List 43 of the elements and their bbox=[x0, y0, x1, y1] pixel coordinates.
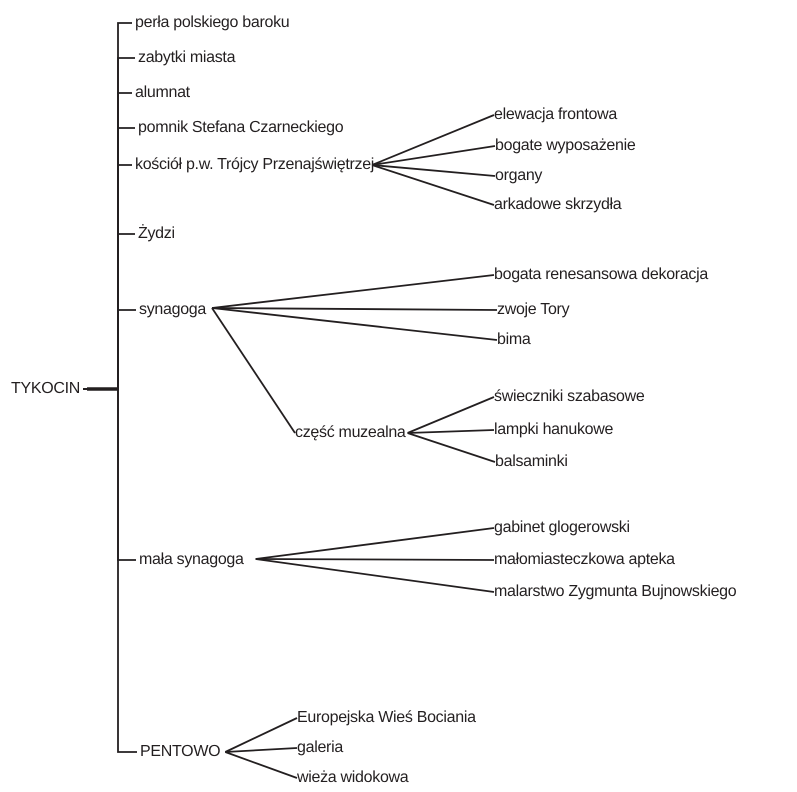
node-label: Europejska Wieś Bociania bbox=[294, 708, 479, 728]
node-label: część muzealna bbox=[292, 423, 409, 443]
node-label: gabinet glogerowski bbox=[491, 518, 633, 538]
connector-line bbox=[372, 114, 494, 166]
connector-line bbox=[83, 388, 137, 753]
node-label: wieża widokowa bbox=[294, 768, 412, 788]
connector-line bbox=[256, 558, 494, 561]
node-label: lampki hanukowe bbox=[491, 420, 616, 440]
node-label: alumnat bbox=[132, 83, 193, 103]
connector-line bbox=[212, 307, 497, 311]
connector-line bbox=[256, 527, 494, 560]
connector-line bbox=[408, 429, 494, 434]
node-label: pomnik Stefana Czarneckiego bbox=[135, 118, 346, 138]
node-label: bogate wyposażenie bbox=[492, 136, 638, 156]
node-label: perła polskiego baroku bbox=[132, 13, 292, 33]
node-label: PENTOWO bbox=[137, 742, 224, 762]
connector-line bbox=[372, 164, 494, 206]
node-label: bima bbox=[494, 330, 534, 350]
node-label: galeria bbox=[294, 738, 346, 758]
connector-line bbox=[211, 308, 296, 434]
connector-line bbox=[372, 145, 496, 166]
node-label: mała synagoga bbox=[136, 550, 247, 570]
node-label: zwoje Tory bbox=[494, 300, 572, 320]
connector-line bbox=[224, 751, 298, 779]
connector-line bbox=[407, 396, 494, 434]
node-label: zabytki miasta bbox=[135, 48, 238, 68]
node-label: świeczniki szabasowe bbox=[491, 387, 648, 407]
connector-line bbox=[256, 558, 494, 593]
node-label: bogata renesansowa dekoracja bbox=[491, 265, 711, 285]
connector-line bbox=[212, 307, 498, 341]
node-label: organy bbox=[492, 166, 546, 186]
node-label: balsaminki bbox=[492, 452, 571, 472]
node-label: malarstwo Zygmunta Bujnowskiego bbox=[491, 582, 740, 602]
connector-line bbox=[225, 747, 298, 753]
node-label: małomiasteczkowa apteka bbox=[491, 550, 678, 570]
node-label: arkadowe skrzydła bbox=[491, 195, 624, 215]
node-label: synagoga bbox=[136, 300, 209, 320]
connector-line bbox=[224, 717, 298, 753]
node-label: kościół p.w. Trójcy Przenajświętrzej bbox=[132, 155, 378, 175]
connector-line bbox=[407, 432, 496, 463]
node-label: TYKOCIN bbox=[8, 379, 84, 399]
node-label: elewacja frontowa bbox=[491, 105, 620, 125]
node-label: Żydzi bbox=[135, 224, 178, 244]
